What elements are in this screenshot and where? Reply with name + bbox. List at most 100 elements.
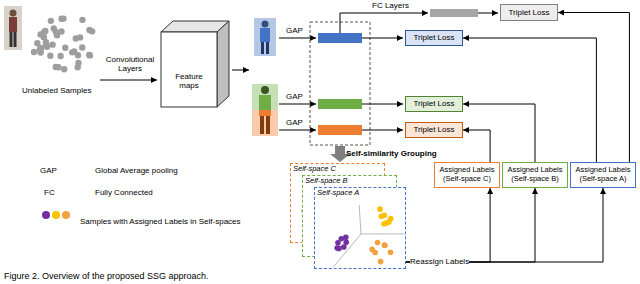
stage-label: Self-similarity Grouping: [346, 149, 437, 158]
figure-caption: Figure 2. Overview of the proposed SSG a…: [4, 272, 209, 282]
lower-crop-ground: [252, 110, 278, 136]
sample-dot: [42, 28, 48, 34]
crop-leg: [260, 116, 264, 134]
connector: [463, 130, 490, 162]
sample-dot: [69, 49, 75, 55]
loss-box: Triplet Loss: [405, 122, 463, 138]
feature-bar: [318, 99, 362, 109]
operation-label: GAP: [286, 26, 303, 35]
label-box: Assigned Labels (Self-space C): [434, 162, 500, 188]
sample-dot: [62, 45, 68, 51]
connector: [406, 188, 603, 262]
loss-box: Triplet Loss: [405, 96, 463, 112]
sample-dot: [386, 219, 392, 225]
connector: [463, 38, 596, 162]
part-crop: [252, 84, 278, 136]
region-heading-holder: Self-space C: [293, 165, 336, 174]
node-text: Feature maps: [166, 72, 212, 90]
photo-head: [10, 10, 17, 17]
sample-dot: [49, 41, 55, 47]
sample-dot: [343, 234, 349, 240]
sample-dot: [31, 49, 37, 55]
stage-label: FC Layers: [372, 1, 409, 10]
sample-dot: [372, 250, 378, 256]
sample-caption: Unlabeled Samples: [22, 86, 91, 95]
sample-dot: [335, 240, 341, 246]
legend-dot: [42, 211, 50, 219]
sample-dot: [55, 64, 61, 70]
sample-dot: [86, 27, 92, 33]
self-space-region: Self-space A: [314, 187, 406, 269]
legend-meaning: Global Average pooling: [95, 166, 178, 175]
sample-dot: [382, 242, 388, 248]
operation-label: GAP: [286, 118, 303, 127]
sample-dot: [41, 34, 47, 40]
sample-dot: [86, 52, 92, 58]
loss-arrow: [362, 130, 403, 131]
sample-dot: [61, 66, 67, 72]
unlabeled-sample-dots: [31, 15, 96, 72]
node-text: Self-space A: [317, 189, 359, 198]
region-heading-holder: Self-space B: [305, 177, 348, 186]
feature-bar: [318, 33, 362, 43]
crop-body: [259, 95, 271, 110]
sample-dot: [58, 28, 64, 34]
sample-dot: [57, 53, 63, 59]
cube-text-holder: Feature maps: [166, 72, 212, 90]
cluster-boundary: [333, 234, 361, 267]
connector: [558, 13, 629, 163]
cube-front: [161, 32, 217, 107]
photo-leg: [14, 32, 17, 47]
cluster-boundary: [361, 233, 404, 234]
person-photo: [4, 6, 22, 50]
flow-arrow: [100, 80, 157, 81]
sample-dot: [341, 244, 347, 250]
edge-label: Reassign Labels: [410, 257, 469, 266]
upper-crop-ground: [252, 84, 278, 110]
cluster-plot: [315, 188, 407, 270]
sample-dot: [382, 243, 388, 249]
photo-leg: [10, 32, 13, 47]
legend-dot: [52, 211, 60, 219]
label-box: Assigned Labels (Self-space A): [570, 162, 636, 188]
sample-dot: [75, 52, 81, 58]
crop-leg: [266, 42, 269, 54]
sample-dot: [388, 249, 394, 255]
sample-dot: [47, 53, 53, 59]
edge-label-holder: Reassign Labels: [410, 250, 469, 268]
fc-feature-bar: [430, 9, 478, 17]
sample-dot: [75, 60, 81, 66]
crop-head: [261, 86, 269, 94]
sample-dot: [378, 214, 384, 220]
gap-arrow: [279, 104, 316, 105]
cube-outline: [160, 20, 230, 108]
sample-dot: [77, 34, 83, 40]
loss-box: Triplet Loss: [405, 30, 463, 46]
crop-body: [260, 28, 270, 42]
loss-arrow: [478, 13, 498, 14]
crop-leg: [261, 42, 264, 54]
sample-dot: [79, 17, 85, 23]
feature-bar: [318, 125, 362, 135]
sample-dot: [38, 45, 44, 51]
sample-dot: [79, 44, 85, 50]
connector: [463, 104, 535, 162]
crop-ground: [254, 18, 276, 56]
node-text: Assigned Labels (Self-space B): [505, 166, 565, 183]
legend-key: FC: [44, 188, 55, 197]
connector: [406, 188, 535, 262]
stage-label: Convolutional Layers: [102, 55, 158, 73]
photo-body: [9, 17, 17, 32]
cube-side: [217, 21, 229, 107]
photo-ground: [4, 6, 22, 50]
crop-head: [262, 21, 269, 28]
sample-dot: [336, 246, 342, 252]
legend-text: Samples with Assigned Labels in Self-spa…: [80, 217, 241, 226]
node-text: Triplet Loss: [413, 125, 454, 134]
operation-label: GAP: [286, 92, 303, 101]
crop-hip: [259, 110, 271, 116]
sample-dot: [48, 18, 54, 24]
